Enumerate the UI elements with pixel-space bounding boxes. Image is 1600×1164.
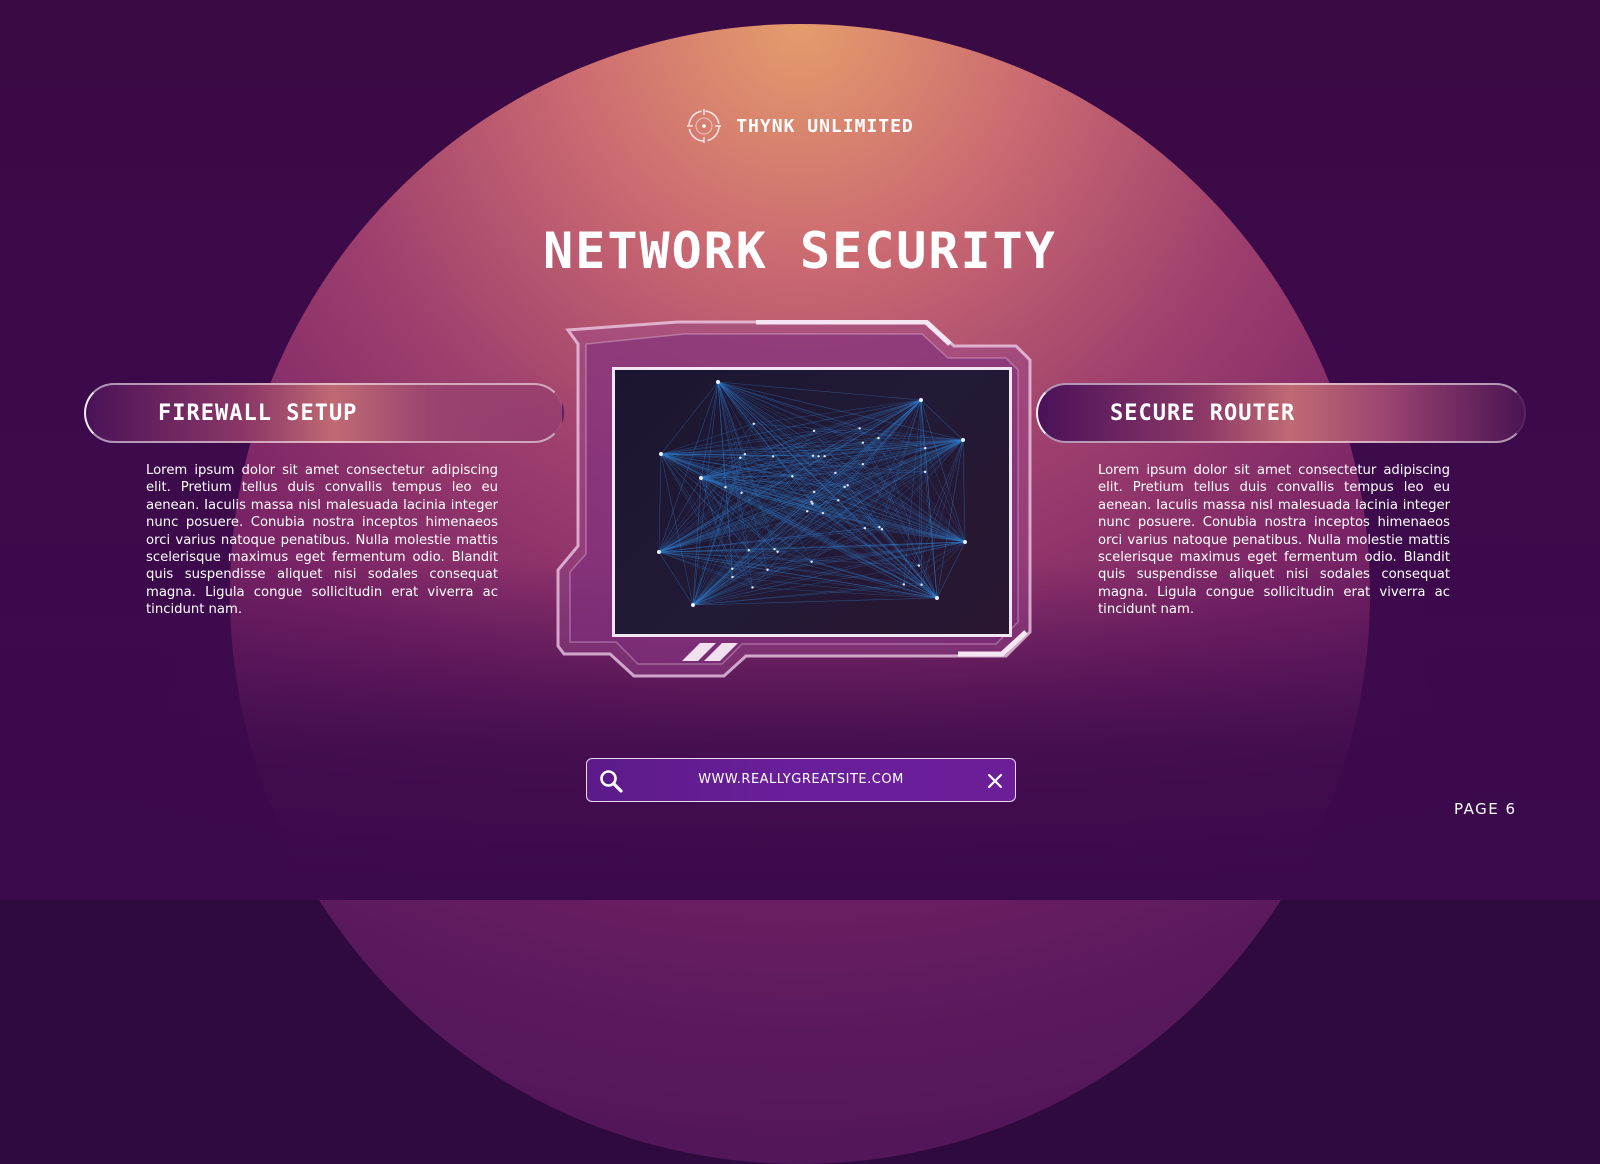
network-line [732,569,937,598]
secure-router-body: Lorem ipsum dolor sit amet consectetur a… [1098,462,1450,619]
network-visual-screen [612,367,1012,637]
network-node [924,471,926,473]
network-node [659,452,663,456]
network-line [693,529,882,605]
firewall-setup-heading: FIREWALL SETUP [158,401,357,426]
network-node [739,456,741,458]
network-line [718,382,825,456]
network-node [843,486,845,488]
search-url-text: WWW.REALLYGREATSITE.COM [637,772,965,787]
network-node [903,583,905,585]
network-node [878,526,880,528]
network-graph [615,370,1009,634]
network-node [776,551,778,553]
network-node [961,438,965,442]
network-node [963,540,967,544]
network-line [937,542,965,598]
firewall-setup-pill: FIREWALL SETUP [84,383,564,443]
network-node [817,455,819,457]
network-node [731,576,733,578]
network-node [834,472,836,474]
network-node [740,492,742,494]
network-node [862,441,864,443]
network-node [724,486,726,488]
network-node [919,398,923,402]
network-line [693,500,838,605]
network-node [773,548,775,550]
network-node [772,455,774,457]
network-node [699,476,703,480]
network-node [744,453,746,455]
network-node [837,499,839,501]
network-line [659,552,693,605]
network-node [935,596,939,600]
network-node [691,603,695,607]
secure-router-pill: SECURE ROUTER [1036,383,1526,443]
network-node [716,380,720,384]
network-line [693,570,768,605]
network-line [661,382,718,454]
network-line [659,454,661,552]
network-node [751,586,753,588]
network-node [881,528,883,530]
network-node [864,527,866,529]
network-node [810,561,812,563]
network-lines [659,382,965,605]
network-node [806,510,808,512]
network-node [920,584,922,586]
network-node [813,491,815,493]
network-line [963,440,965,542]
network-node [657,550,661,554]
firewall-setup-body: Lorem ipsum dolor sit amet consectetur a… [146,462,498,619]
network-node [924,447,926,449]
page-number: PAGE 6 [1454,800,1517,818]
search-bar[interactable]: WWW.REALLYGREATSITE.COM [586,758,1016,802]
network-line [718,382,863,443]
network-node [918,564,920,566]
network-node [791,475,793,477]
network-node [753,423,755,425]
search-icon [599,769,623,793]
network-node [812,455,814,457]
network-line [919,400,921,566]
network-node [822,512,824,514]
network-node [810,501,812,503]
network-node [862,463,864,465]
network-node [748,549,750,551]
secure-router-heading: SECURE ROUTER [1110,401,1295,426]
network-node [846,484,848,486]
network-node [877,437,879,439]
network-line [921,400,922,585]
network-node [766,569,768,571]
page-title: NETWORK SECURITY [0,222,1600,280]
brand-name: THYNK UNLIMITED [736,116,914,137]
network-line [814,431,963,440]
network-line [659,500,838,552]
network-line [659,382,718,552]
close-icon[interactable] [985,771,1005,791]
network-node [731,568,733,570]
crosshair-circle-icon [686,108,722,144]
network-node [813,430,815,432]
brand: THYNK UNLIMITED [0,108,1600,144]
network-node [823,455,825,457]
network-node [858,427,860,429]
